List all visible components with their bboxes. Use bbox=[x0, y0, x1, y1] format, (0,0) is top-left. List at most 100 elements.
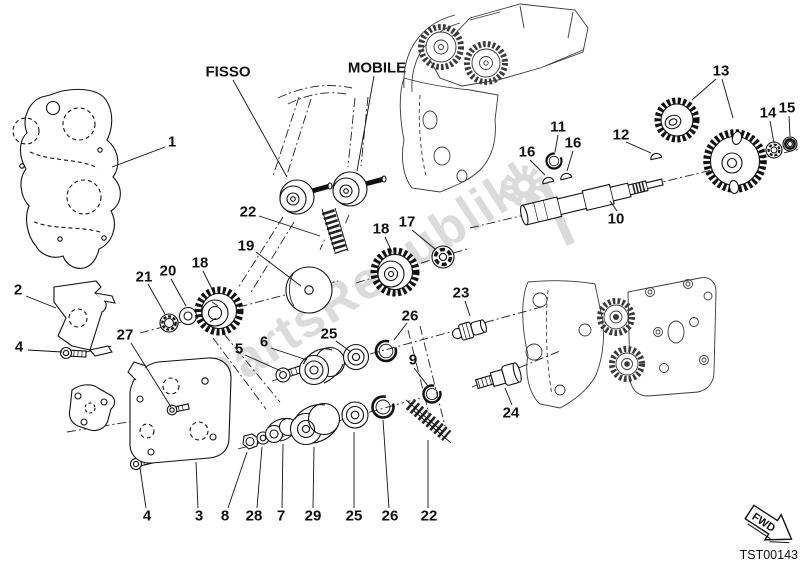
callout-16: 16 bbox=[519, 144, 536, 161]
engine-casing-center bbox=[522, 280, 604, 409]
part-27-screw bbox=[166, 403, 190, 416]
leader-line bbox=[139, 467, 147, 509]
leader-line bbox=[195, 461, 199, 509]
leader-line bbox=[170, 278, 187, 307]
callout-22: 22 bbox=[240, 204, 257, 221]
leader-line bbox=[382, 419, 390, 509]
callout-25: 25 bbox=[346, 508, 363, 525]
callout-4: 4 bbox=[143, 508, 152, 525]
leader-line bbox=[464, 300, 471, 317]
part-12-woodruff-key bbox=[650, 152, 663, 161]
callout-17: 17 bbox=[399, 214, 416, 231]
part-16-key-left bbox=[542, 176, 555, 185]
leader-line bbox=[554, 134, 559, 153]
part-2-bracket bbox=[53, 280, 116, 357]
callout-27: 27 bbox=[117, 327, 134, 344]
part-18-timing-gear-right bbox=[370, 247, 420, 297]
callout-18: 18 bbox=[192, 255, 209, 272]
gasket bbox=[68, 384, 116, 432]
callout-2: 2 bbox=[14, 282, 22, 299]
leader-line bbox=[270, 347, 308, 361]
callout-26: 26 bbox=[402, 308, 419, 325]
callout-3: 3 bbox=[195, 508, 203, 525]
leader-line bbox=[111, 146, 166, 168]
cylinder-head-top bbox=[403, 3, 589, 93]
leader-line bbox=[384, 236, 393, 253]
part-10-lay-shaft bbox=[519, 178, 664, 226]
part-26-snap-ring-lower bbox=[371, 395, 395, 419]
callout-25: 25 bbox=[321, 326, 338, 343]
leader-line bbox=[25, 295, 57, 309]
leader-line bbox=[335, 340, 352, 353]
part-25-bearing-upper bbox=[342, 343, 370, 371]
parts bbox=[12, 88, 798, 471]
part-5-bolt bbox=[275, 364, 304, 383]
leader-line bbox=[769, 120, 775, 144]
leader-line bbox=[691, 78, 717, 101]
callout-16: 16 bbox=[565, 135, 582, 152]
part-8-nut bbox=[242, 433, 259, 450]
callout-26: 26 bbox=[382, 508, 399, 525]
leader-line bbox=[232, 79, 288, 178]
part-9-snap-ring bbox=[422, 384, 442, 404]
leader-line bbox=[258, 215, 321, 237]
leader-line bbox=[413, 367, 429, 387]
part-11-circlip bbox=[545, 152, 563, 170]
leader-line bbox=[256, 446, 263, 509]
part-29-idler-pulley bbox=[289, 402, 341, 446]
part-13-large-gear bbox=[703, 129, 767, 195]
callout-22: 22 bbox=[421, 508, 438, 525]
part-21-washer bbox=[159, 313, 179, 333]
leader-line bbox=[566, 150, 574, 172]
part-23-bolt bbox=[451, 319, 488, 341]
callout-11: 11 bbox=[550, 119, 566, 136]
callout-12: 12 bbox=[613, 127, 630, 144]
leader-line bbox=[130, 342, 172, 408]
part-13-small-gear bbox=[654, 97, 700, 143]
callout-9: 9 bbox=[409, 352, 417, 369]
part-16-key-right bbox=[560, 172, 573, 181]
leader-line bbox=[147, 283, 166, 315]
part-14-cup-washer bbox=[765, 141, 783, 159]
part-19-flat-washer bbox=[285, 266, 333, 314]
leader-line bbox=[244, 354, 282, 372]
callout-18: 18 bbox=[373, 221, 390, 238]
engine-context bbox=[399, 3, 717, 409]
fwd-marker: FWD bbox=[744, 504, 793, 544]
part-15-washer bbox=[782, 136, 798, 152]
drawing-code: TST00143 bbox=[740, 548, 798, 562]
callout-13: 13 bbox=[713, 63, 730, 80]
part-17-seal-washer bbox=[431, 245, 455, 269]
leader-line bbox=[393, 322, 408, 341]
leader-line bbox=[356, 75, 375, 172]
callout-24: 24 bbox=[503, 405, 520, 422]
leader-line bbox=[312, 446, 315, 509]
callout-28: 28 bbox=[246, 508, 263, 525]
leader-line bbox=[609, 200, 618, 212]
callout-21: 21 bbox=[136, 269, 153, 286]
callout-8: 8 bbox=[221, 508, 229, 525]
callout-23: 23 bbox=[453, 285, 470, 302]
mobile-tensioner-pulley bbox=[332, 171, 387, 207]
callout-1: 1 bbox=[168, 134, 176, 151]
callout-10: 10 bbox=[608, 211, 625, 228]
part-4-screw-upper bbox=[59, 346, 87, 360]
leader-line bbox=[529, 159, 546, 176]
part-26-snap-ring-upper bbox=[374, 339, 398, 363]
leader-line bbox=[27, 349, 63, 353]
callout-5: 5 bbox=[235, 341, 243, 358]
timing-cover-upper bbox=[399, 77, 499, 193]
fisso-tensioner-pulley bbox=[279, 179, 333, 215]
part-22-belt-lower bbox=[399, 399, 452, 444]
leader-line bbox=[625, 141, 652, 154]
part-24-bolt bbox=[474, 362, 522, 390]
callout-20: 20 bbox=[160, 263, 177, 280]
leader-line bbox=[721, 78, 734, 119]
caption-mobile: MOBILE bbox=[348, 60, 406, 77]
cam-cover-right bbox=[597, 277, 717, 397]
part-22-belt-upper bbox=[321, 207, 349, 254]
callout-7: 7 bbox=[277, 508, 285, 525]
part-25-bearing-lower bbox=[341, 401, 369, 429]
